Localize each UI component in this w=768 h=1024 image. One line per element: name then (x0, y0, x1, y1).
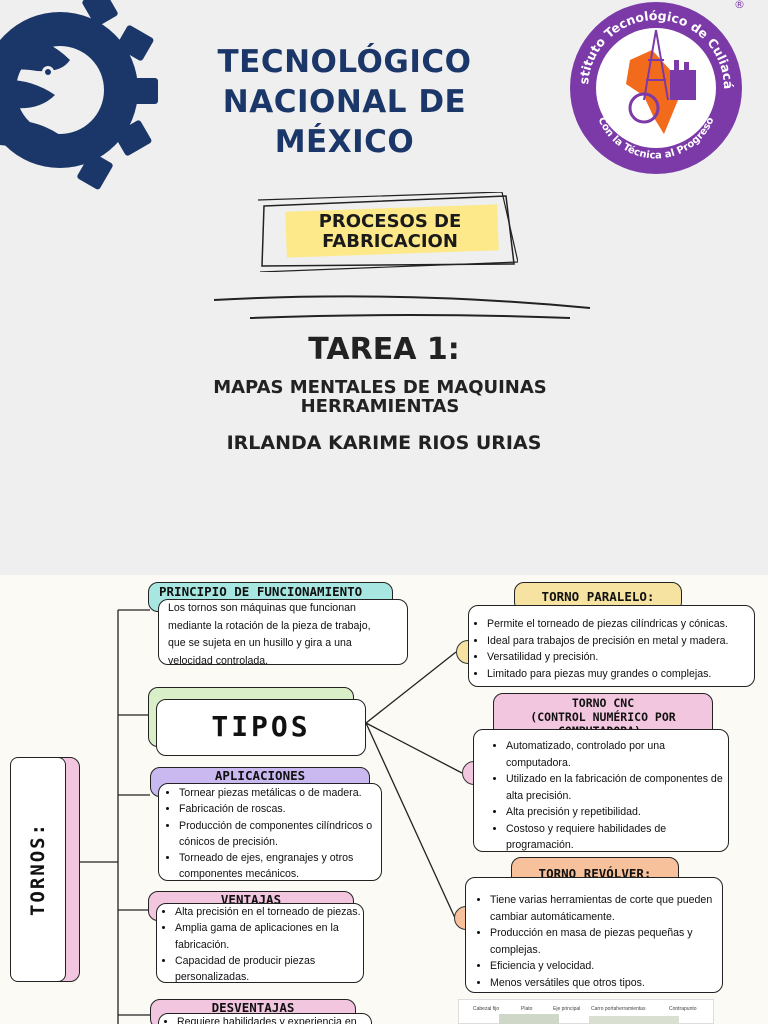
divider-line (213, 295, 591, 319)
course-title: PROCESOS DE FABRICACION (290, 212, 490, 252)
illustration-label: Carro portaherramientas (591, 1006, 646, 1012)
registered-mark: ® (734, 0, 745, 11)
itc-seal-logo: Instituto Tecnológico de Culiacán Con la… (560, 0, 745, 174)
mind-map: TORNOS: PRINCIPIO DE FUNCIONAMIENTO Los … (0, 575, 768, 1024)
tecnm-name-line1: TECNOLÓGICO (217, 44, 472, 80)
principio-line: mediante la rotación de la pieza de trab… (168, 619, 371, 632)
principio-line: Los tornos son máquinas que funcionan (168, 602, 356, 614)
illustration-label: Eje principal (553, 1006, 581, 1012)
list-item: Torneado de ejes, engranajes y otros com… (179, 850, 377, 883)
course-title-line2: FABRICACION (322, 231, 458, 252)
subtitle: MAPAS MENTALES DE MAQUINAS HERRAMIENTAS (200, 378, 560, 416)
list-item: Tornear piezas metálicas o de madera. (179, 785, 377, 801)
list-item: Menos versátiles que otros tipos. (490, 975, 718, 992)
list-item: Capacidad de producir piezas personaliza… (175, 953, 361, 986)
revolver-box: Tiene varias herramientas de corte que p… (465, 877, 723, 993)
cnc-title-line: TORNO CNC (571, 696, 635, 710)
illustration-body (499, 1014, 559, 1024)
tecnm-name: TECNOLÓGICO NACIONAL DE MÉXICO (172, 42, 517, 162)
root-node (10, 757, 66, 982)
list-item: Amplia gama de aplicaciones en la fabric… (175, 920, 361, 953)
desventajas-box: Requiere habilidades y experiencia en (158, 1013, 372, 1024)
illustration-label: Contrapunto (669, 1006, 697, 1012)
principio-line: velocidad controlada. (168, 654, 269, 667)
illustration-label: Cabezal fijo (473, 1006, 500, 1012)
course-title-line1: PROCESOS DE (318, 211, 462, 232)
ventajas-box: Alta precisión en el torneado de piezas.… (156, 903, 364, 983)
illustration-bed (589, 1016, 679, 1024)
cnc-box: Automatizado, controlado por una computa… (473, 729, 729, 852)
list-item: Fabricación de roscas. (179, 801, 377, 817)
author-name: IRLANDA KARIME RIOS URIAS (226, 432, 542, 454)
connector-lines (80, 609, 463, 1024)
lathe-illustration: Cabezal fijo Plato Eje principal Carro p… (458, 999, 714, 1024)
list-item: Versatilidad y precisión. (487, 649, 750, 666)
list-item: Alta precisión en el torneado de piezas. (175, 904, 361, 920)
aplicaciones-box: Tornear piezas metálicas o de madera. Fa… (158, 783, 382, 881)
list-item: Producción de componentes cilíndricos o … (179, 818, 377, 851)
cnc-title-line: (CONTROL NUMÉRICO POR (530, 710, 676, 724)
list-item: Ideal para trabajos de precisión en meta… (487, 633, 750, 650)
list-item: Costoso y requiere habilidades de progra… (506, 821, 724, 854)
list-item: Utilizado en la fabricación de component… (506, 771, 724, 804)
list-item: Tiene varias herramientas de corte que p… (490, 892, 718, 925)
tipos-node: TIPOS (156, 699, 366, 756)
title-frame (257, 192, 518, 272)
list-item: Eficiencia y velocidad. (490, 958, 718, 975)
paralelo-box: Permite el torneado de piezas cilíndrica… (468, 605, 755, 687)
tecnm-name-line2: NACIONAL DE MÉXICO (222, 84, 467, 160)
root-label: TORNOS: (27, 821, 49, 917)
principio-line: que se sujeta en un husillo y gira a una (168, 637, 352, 649)
list-item: Producción en masa de piezas pequeñas y … (490, 925, 718, 958)
principio-box: Los tornos son máquinas que funcionan me… (158, 599, 408, 667)
list-item: Requiere habilidades y experiencia en (177, 1014, 369, 1024)
subtitle-line1: MAPAS MENTALES DE MAQUINAS (213, 377, 547, 398)
task-title: TAREA 1: (308, 332, 460, 367)
list-item: Automatizado, controlado por una computa… (506, 738, 724, 771)
list-item: Alta precisión y repetibilidad. (506, 804, 724, 821)
list-item: Permite el torneado de piezas cilíndrica… (487, 616, 750, 633)
tecnm-logo (0, 0, 158, 190)
illustration-label: Plato (521, 1006, 533, 1012)
list-item: Limitado para piezas muy grandes o compl… (487, 666, 750, 683)
subtitle-line2: HERRAMIENTAS (300, 396, 460, 417)
